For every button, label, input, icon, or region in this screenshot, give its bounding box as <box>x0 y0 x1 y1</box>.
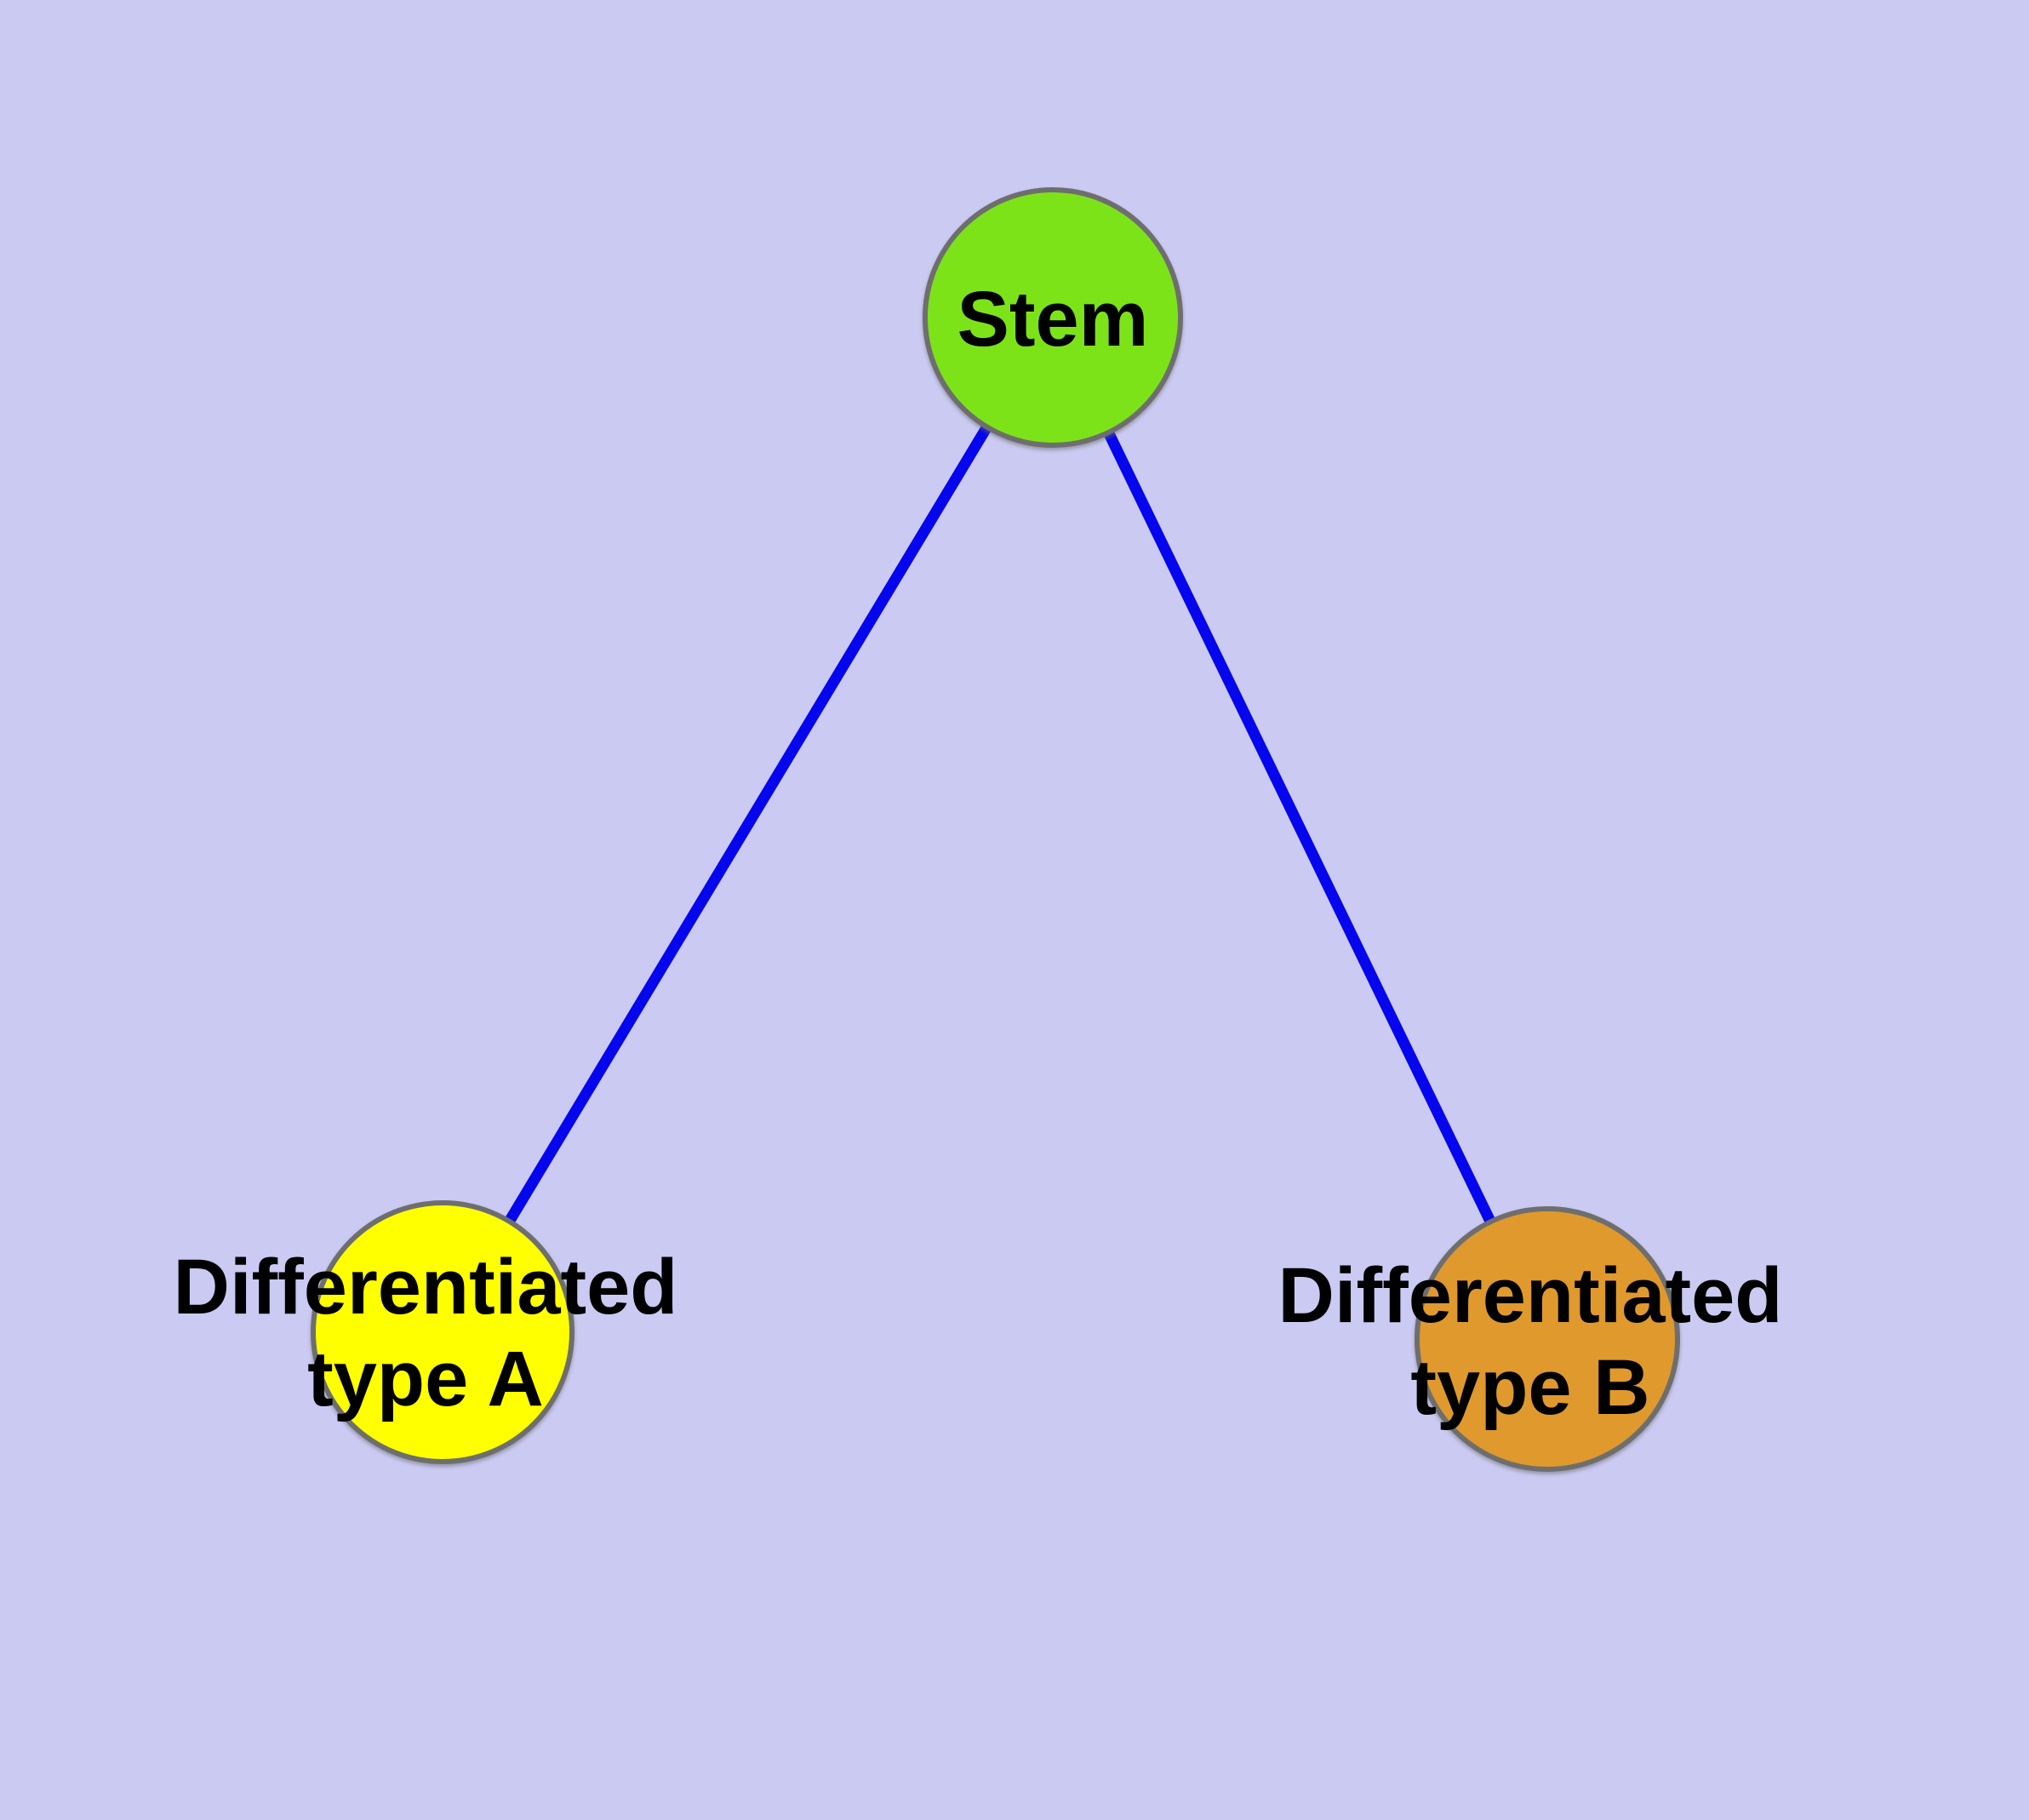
stem-node-label: Stem <box>957 273 1149 365</box>
type-a-node-label: Differentiated type A <box>174 1241 678 1425</box>
label-line: type A <box>307 1336 544 1422</box>
label-line: Differentiated <box>173 1244 678 1331</box>
label-line: Stem <box>957 276 1149 363</box>
edge-stem-to-type-b <box>1048 315 1552 1342</box>
type-b-node-label: Differentiated type B <box>1278 1250 1783 1434</box>
label-line: type B <box>1410 1344 1650 1431</box>
type-a-node-circle <box>311 1200 574 1464</box>
label-line: Differentiated <box>1277 1252 1783 1339</box>
edge-stem-to-type-a <box>437 314 1058 1336</box>
type-b-node-circle <box>1415 1206 1680 1472</box>
stem-node-circle <box>923 187 1183 448</box>
